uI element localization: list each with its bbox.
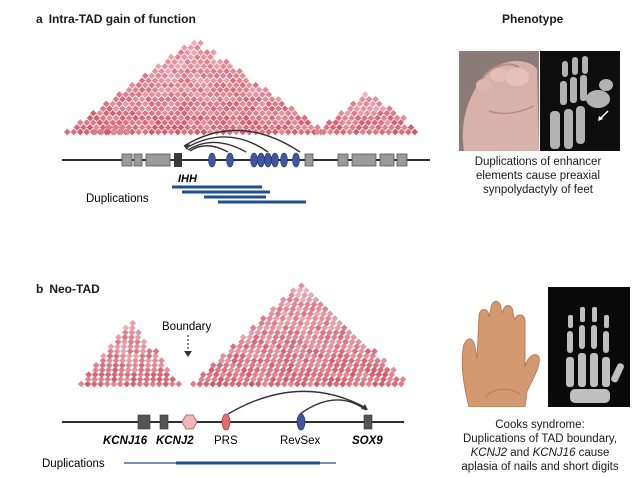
duplications-label-a: Duplications	[86, 193, 149, 205]
gene-box-a5	[337, 153, 349, 167]
caption-b-gene-kcnj2: KCNJ2	[470, 447, 508, 459]
gene-box-a3	[145, 153, 171, 167]
gene-box-a4	[304, 153, 314, 167]
ihh-label: IHH	[178, 173, 198, 185]
hand-xray	[548, 287, 630, 407]
ihh-gene-box	[174, 153, 182, 167]
revsex-label: RevSex	[280, 435, 321, 447]
gene-box-a2	[133, 153, 143, 167]
caption-b-and: and	[507, 447, 533, 459]
sox9-label: SOX9	[352, 435, 383, 447]
caption-b-line-2: Duplications of TAD boundary,	[462, 433, 618, 445]
panel-b-title: b Neo-TAD	[36, 282, 100, 296]
kcnj16-label: KCNJ16	[103, 435, 148, 447]
arc-a2	[185, 136, 269, 153]
panel-b-track: Boundary KCNJ16 KCNJ2 PRS RevSex SOX9 Du…	[42, 321, 404, 470]
caption-b-line-1: Cooks syndrome:	[495, 419, 585, 431]
arc-b2	[299, 399, 367, 415]
sox9-gene-box	[363, 414, 373, 430]
revsex-element	[296, 413, 306, 431]
gene-box-a1	[121, 153, 133, 167]
hexagon-element	[181, 414, 198, 430]
kcnj2-gene-box	[159, 414, 169, 430]
arc-a1	[183, 129, 301, 153]
caption-a-line-3: synpolydactyly of feet	[483, 184, 593, 196]
arc-b1	[227, 390, 367, 415]
interaction-arcs-a	[183, 129, 301, 153]
caption-a-line-2: elements cause preaxial	[475, 170, 600, 182]
arc-a3	[187, 141, 247, 153]
duplications-label-b: Duplications	[42, 458, 105, 470]
caption-b-line-4: aplasia of nails and short digits	[461, 461, 619, 473]
caption-b-cause: cause	[575, 447, 610, 459]
boundary-arrowhead	[184, 351, 192, 357]
panel-a-track: IHH Duplications	[62, 129, 430, 205]
gene-box-a8	[396, 153, 408, 167]
foot-photo	[459, 51, 539, 151]
caption-a: Duplications of enhancer elements cause …	[448, 155, 628, 197]
heatmap-b-right	[189, 282, 407, 388]
duplication-bars-a	[172, 185, 306, 204]
enhancers-a	[208, 152, 300, 168]
heatmaps-layer	[63, 39, 419, 388]
heatmap-a-main	[63, 39, 325, 136]
caption-b-gene-kcnj16: KCNJ16	[532, 447, 576, 459]
prs-label: PRS	[214, 435, 238, 447]
phenotype-title: Phenotype	[502, 12, 564, 26]
panel-b-letter: b	[36, 282, 44, 296]
heatmap-a-right	[313, 91, 419, 136]
heatmap-a-left-small	[91, 124, 132, 136]
arc-a-arrowhead	[184, 144, 190, 150]
arc-a4	[189, 145, 229, 153]
caption-b-line-3: KCNJ2 and KCNJ16 cause	[440, 446, 640, 460]
panel-b-title-text: Neo-TAD	[49, 282, 100, 296]
panel-a-title-text: Intra-TAD gain of function	[48, 12, 196, 26]
caption-b: Cooks syndrome: Duplications of TAD boun…	[440, 418, 640, 474]
caption-a-line-1: Duplications of enhancer	[474, 156, 602, 168]
hand-photo	[455, 287, 543, 407]
panel-a-letter: a	[36, 12, 43, 26]
gene-box-a6	[351, 153, 377, 167]
foot-xray	[540, 51, 620, 151]
panel-a-title: a Intra-TAD gain of function	[36, 12, 196, 26]
kcnj16-gene-box	[137, 414, 151, 430]
arc-b-arrowhead	[361, 404, 368, 410]
boundary-label: Boundary	[162, 321, 211, 333]
kcnj2-label: KCNJ2	[156, 435, 194, 447]
interaction-arcs-b	[227, 390, 367, 415]
prs-element	[221, 413, 231, 431]
gene-box-a7	[379, 153, 395, 167]
